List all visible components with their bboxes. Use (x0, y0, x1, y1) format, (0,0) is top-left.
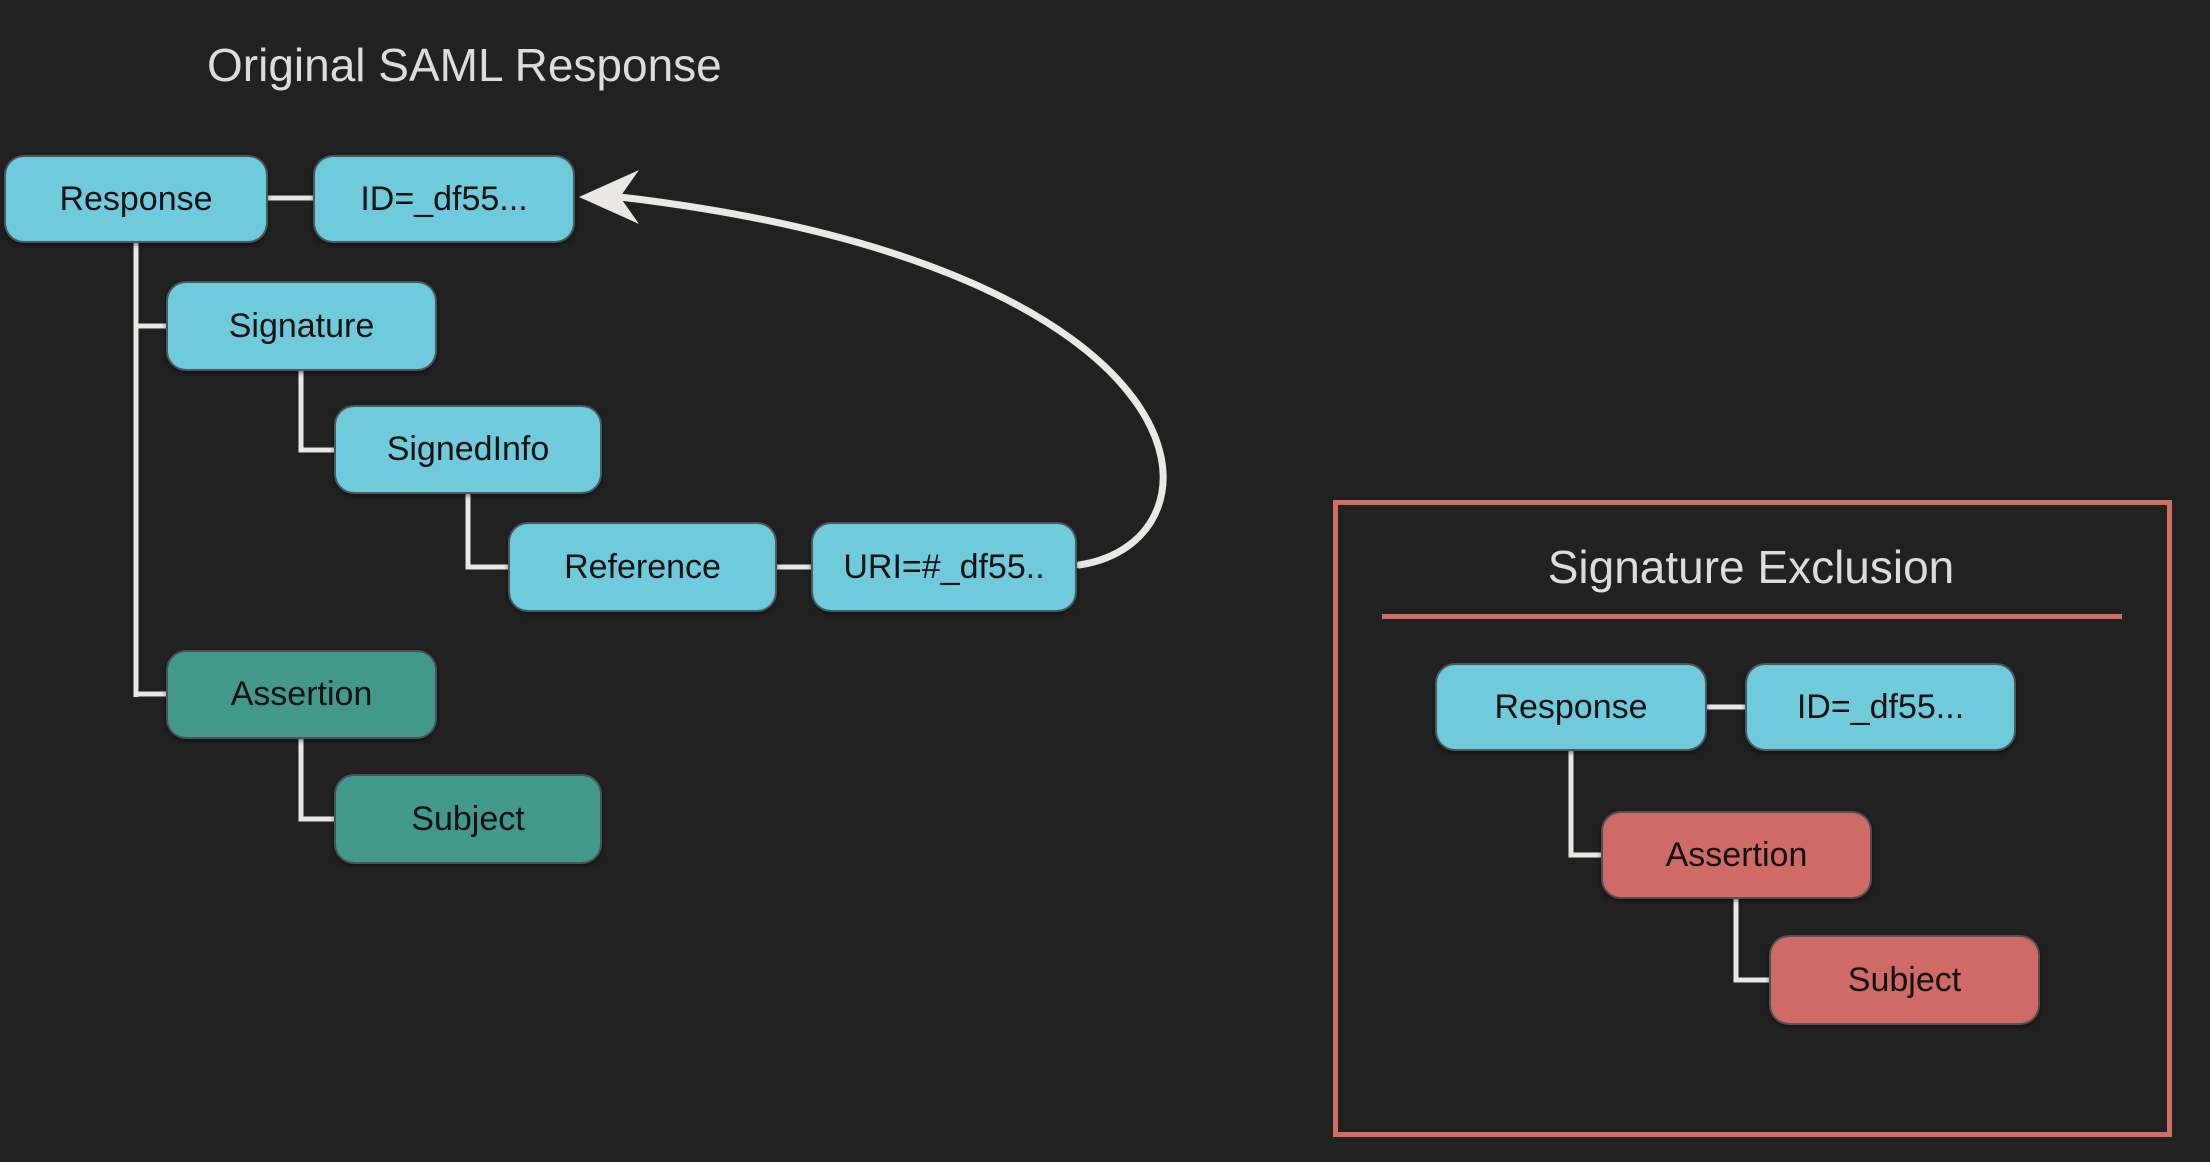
node-response-label: Response (59, 179, 213, 218)
left-diagram-title: Original SAML Response (207, 39, 722, 91)
node-signature-label: Signature (228, 306, 375, 345)
node-response: Response (4, 155, 268, 243)
node-signedinfo: SignedInfo (334, 405, 602, 494)
node-signature: Signature (166, 281, 437, 371)
edge-signedinfo-reference (465, 494, 509, 570)
node-assertion-label: Assertion (230, 675, 373, 713)
exclusion-title-underline (1382, 614, 2122, 619)
exclusion-panel-title: Signature Exclusion (1547, 541, 1955, 593)
exclusion-node-id-attribute: ID=_df55... (1745, 663, 2016, 751)
uri-to-id-arrowhead-icon (579, 170, 639, 224)
exclusion-node-subject-label: Subject (1847, 960, 1962, 999)
node-uri-attribute: URI=#_df55.. (811, 522, 1077, 612)
exclusion-node-subject: Subject (1769, 935, 2040, 1025)
signature-exclusion-panel (1333, 500, 2172, 1137)
node-subject-label: Subject (411, 799, 525, 838)
node-signedinfo-label: SignedInfo (386, 430, 550, 468)
node-id-attribute-label: ID=_df55... (360, 179, 528, 218)
exclusion-node-id-attribute-label: ID=_df55... (1796, 687, 1965, 726)
node-uri-attribute-label: URI=#_df55.. (843, 547, 1045, 586)
node-assertion: Assertion (166, 650, 437, 739)
edge-signature-signedinfo (298, 371, 335, 453)
edge-assertion-subject (298, 739, 335, 822)
exclusion-node-assertion-label: Assertion (1665, 835, 1808, 874)
uri-to-id-arrow-shaft (616, 193, 1167, 569)
node-subject: Subject (334, 774, 602, 864)
exclusion-node-response-label: Response (1494, 687, 1648, 726)
exclusion-node-response: Response (1435, 663, 1707, 751)
node-reference-label: Reference (564, 547, 721, 586)
exclusion-node-assertion: Assertion (1601, 811, 1872, 899)
node-reference: Reference (508, 522, 777, 612)
node-id-attribute: ID=_df55... (313, 155, 575, 243)
